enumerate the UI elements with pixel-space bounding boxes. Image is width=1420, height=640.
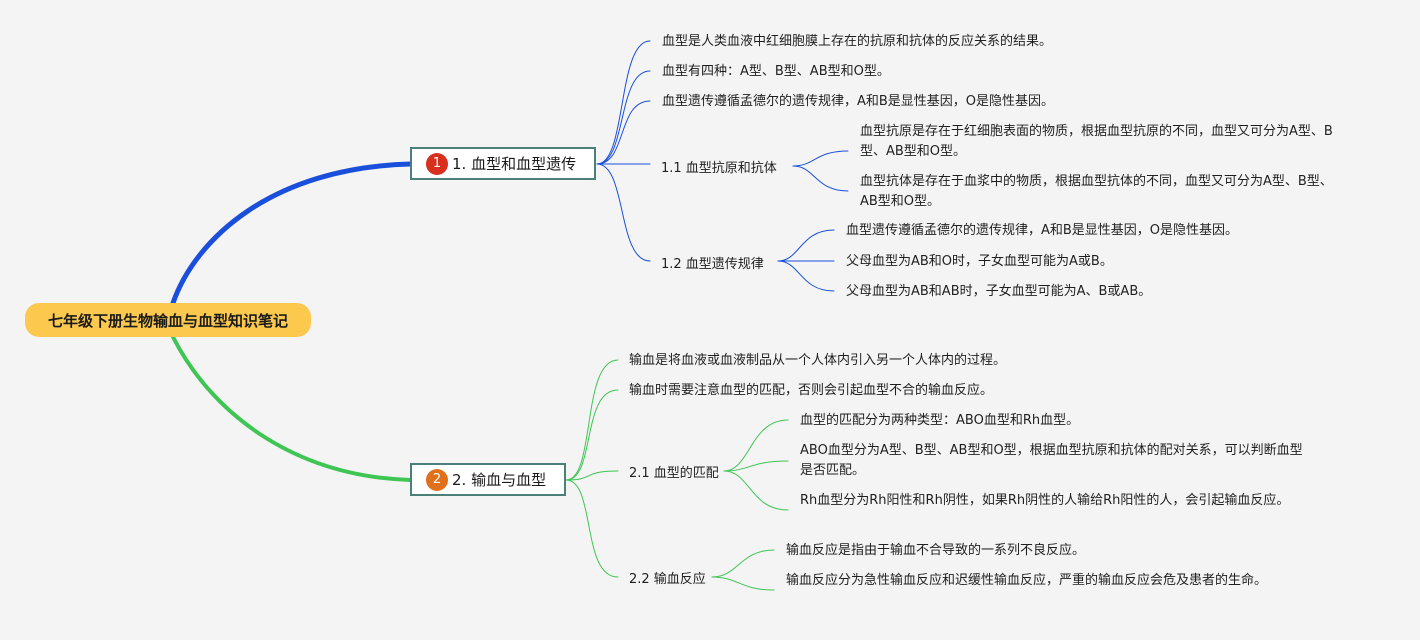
branch-2-connector: [565, 470, 619, 481]
root-to-branch-1-connector: [170, 161, 413, 306]
leaf-topic[interactable]: 输血反应分为急性输血反应和迟缓性输血反应，严重的输血反应会危及患者的生命。: [786, 573, 1268, 588]
leaf-topic[interactable]: Rh血型分为Rh阳性和Rh阴性，如果Rh阴性的人输给Rh阳性的人，会引起输血反应…: [800, 493, 1290, 508]
leaf-topic[interactable]: 血型遗传遵循孟德尔的遗传规律，A和B是显性基因，O是隐性基因。: [846, 223, 1239, 238]
leaf-topic[interactable]: 血型是人类血液中红细胞膜上存在的抗原和抗体的反应关系的结果。: [662, 34, 1053, 49]
branch-2-connector: [565, 359, 619, 481]
leaf-topic[interactable]: 输血是将血液或血液制品从一个人体内引入另一个人体内的过程。: [629, 353, 1007, 368]
branch-1-connector: [596, 163, 651, 262]
subtopic-1-1-connector: [792, 150, 849, 167]
branch-2-connector: [565, 479, 619, 578]
branch-topic-label: 1. 血型和血型遗传: [452, 155, 577, 173]
subtopic-2-1[interactable]: 2.1 血型的匹配: [629, 466, 719, 481]
root-topic-label: 七年级下册生物输血与血型知识笔记: [47, 311, 288, 330]
leaf-topic[interactable]: 输血时需要注意血型的匹配，否则会引起血型不合的输血反应。: [629, 383, 994, 398]
number-1-icon: 1: [426, 152, 448, 175]
branch-1-connector: [596, 40, 651, 165]
root-to-branch-2-connector: [171, 335, 412, 482]
leaf-topic[interactable]: ABO血型分为A型、B型、AB型和O型，根据血型抗原和抗体的配对关系，可以判断血…: [800, 443, 1303, 478]
number-2-icon: 2: [426, 468, 448, 491]
subtopic-1-2-connector: [777, 260, 835, 292]
subtopic-2-1-connector: [723, 460, 789, 472]
subtopic-1-1-connector: [792, 165, 849, 192]
subtopic-1-1[interactable]: 1.1 血型抗原和抗体: [661, 161, 777, 176]
leaf-topic[interactable]: 父母血型为AB和O时，子女血型可能为A或B。: [846, 254, 1113, 269]
subtopic-1-2[interactable]: 1.2 血型遗传规律: [661, 257, 764, 272]
branch-topic-2[interactable]: 2 2. 输血与血型: [410, 463, 566, 496]
leaf-topic[interactable]: 血型的匹配分为两种类型：ABO血型和Rh血型。: [800, 413, 1080, 428]
branch-topic-label: 2. 输血与血型: [452, 471, 547, 489]
leaf-topic[interactable]: 血型有四种：A型、B型、AB型和O型。: [662, 64, 890, 79]
subtopic-2-2[interactable]: 2.2 输血反应: [629, 572, 706, 587]
leaf-topic[interactable]: 输血反应是指由于输血不合导致的一系列不良反应。: [786, 543, 1086, 558]
subtopic-2-1-connector: [723, 470, 789, 511]
subtopic-2-2-connector: [711, 549, 775, 578]
branch-1-connector: [596, 70, 651, 165]
branch-1-connector: [596, 100, 651, 165]
subtopic-2-2-connector: [711, 576, 775, 591]
branch-topic-1[interactable]: 1 1. 血型和血型遗传: [410, 147, 596, 180]
leaf-topic[interactable]: 血型抗体是存在于血浆中的物质，根据血型抗体的不同，血型又可分为A型、B型、AB型…: [860, 174, 1333, 209]
leaf-topic[interactable]: 血型抗原是存在于红细胞表面的物质，根据血型抗原的不同，血型又可分为A型、B型、A…: [860, 124, 1333, 159]
leaf-topic[interactable]: 父母血型为AB和AB时，子女血型可能为A、B或AB。: [846, 284, 1152, 299]
root-topic[interactable]: 七年级下册生物输血与血型知识笔记: [25, 303, 311, 337]
subtopic-1-2-connector: [777, 229, 835, 262]
branch-2-connector: [565, 389, 619, 481]
subtopic-2-1-connector: [723, 419, 789, 472]
leaf-topic[interactable]: 血型遗传遵循孟德尔的遗传规律，A和B是显性基因，O是隐性基因。: [662, 94, 1055, 109]
